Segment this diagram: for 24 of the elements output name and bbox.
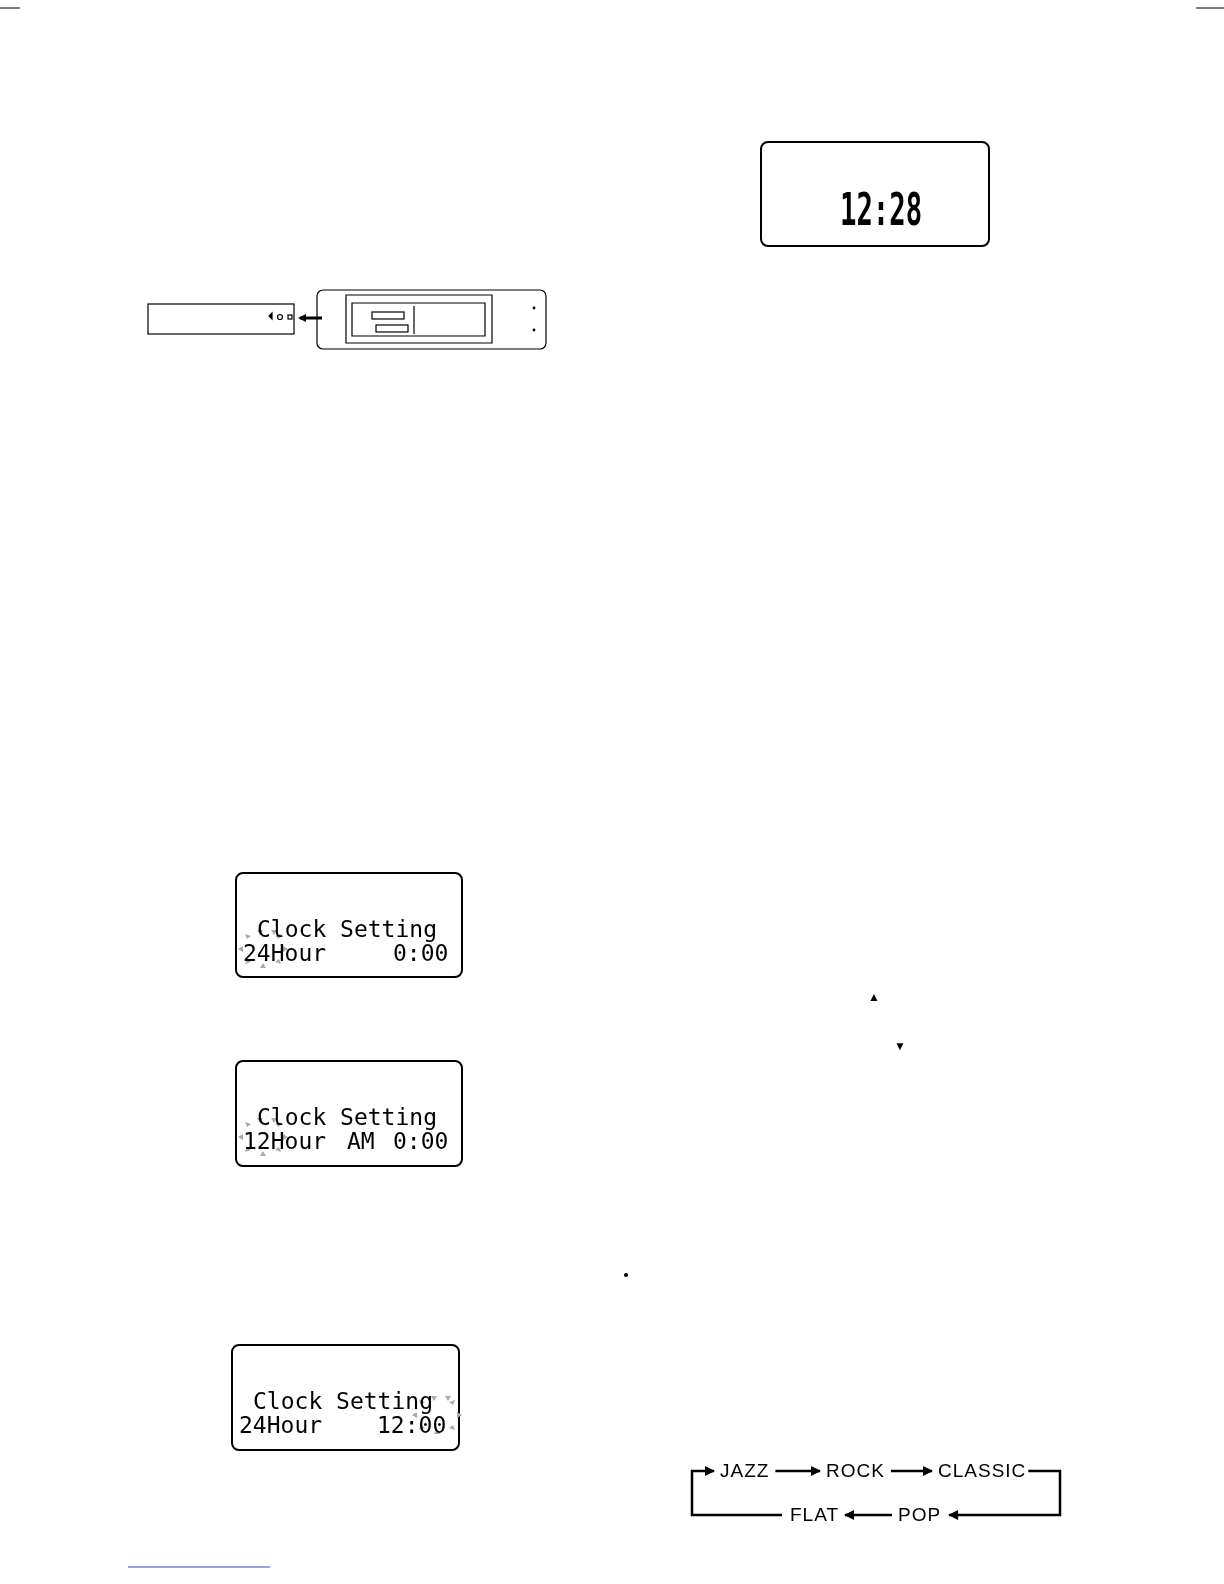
arrow <box>890 1466 933 1476</box>
arrow <box>775 1466 821 1476</box>
lcd-text: Clock Setting <box>257 916 437 942</box>
lcd-text: 12Hour <box>243 1128 327 1154</box>
mode-label: FLAT <box>790 1504 840 1526</box>
arrow-symbol: ▼ <box>894 1039 906 1053</box>
lcd-text: Clock Setting <box>253 1388 433 1414</box>
lcd-text: 24Hour <box>239 1412 323 1438</box>
lcd-display <box>235 1060 463 1167</box>
lcd-display <box>235 872 463 978</box>
mode-label: POP <box>898 1504 942 1526</box>
lcd-display <box>760 141 990 247</box>
lcd-text: Clock Setting <box>257 1104 437 1130</box>
arrow <box>948 1469 1062 1520</box>
mode-label: ROCK <box>826 1460 885 1482</box>
lcd-text: 12:28 <box>840 187 923 233</box>
lcd-text: 24Hour <box>243 940 327 966</box>
mode-label: CLASSIC <box>938 1460 1027 1482</box>
arrow <box>690 1466 782 1517</box>
mode-label: JAZZ <box>720 1460 770 1482</box>
lcd-text: AM <box>347 1128 375 1154</box>
arrow <box>844 1510 892 1520</box>
arrow-symbol: ▲ <box>868 990 880 1004</box>
lcd-display <box>231 1344 460 1451</box>
